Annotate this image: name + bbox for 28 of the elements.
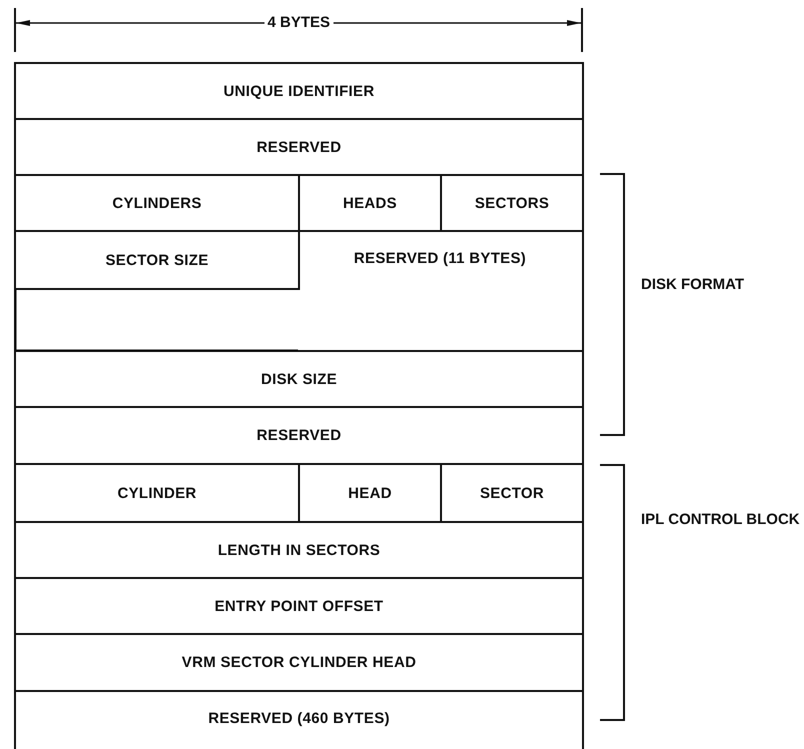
field-name: VRM SECTOR CYLINDER HEAD xyxy=(182,654,416,671)
field-cell xyxy=(14,350,584,408)
field-cell xyxy=(14,406,584,465)
field-name: LENGTH IN SECTORS xyxy=(218,542,380,558)
field-name: HEADS xyxy=(342,194,397,212)
field-name: SECTOR SIZE xyxy=(105,252,209,268)
field-cell xyxy=(14,62,584,120)
field-cell xyxy=(14,690,584,749)
section-label: IPL CONTROL BLOCK xyxy=(641,510,801,530)
field-cell xyxy=(14,521,584,579)
field-name: CYLINDERS xyxy=(112,194,202,212)
field-name: RESERVED (11 BYTES) xyxy=(354,250,526,267)
field-name: RESERVED xyxy=(256,138,342,156)
field-name: SECTORS xyxy=(474,194,550,212)
field-name: RESERVED (460 BYTES) xyxy=(208,710,390,727)
field-cell xyxy=(14,577,584,635)
field-name: DISK SIZE xyxy=(260,370,338,388)
section-label: DISK FORMAT xyxy=(641,275,746,295)
field-cell xyxy=(14,633,584,692)
field-cell xyxy=(14,230,300,290)
field-name: SECTOR xyxy=(480,484,544,502)
field-name: ENTRY POINT OFFSET xyxy=(214,598,384,614)
field-name: HEAD xyxy=(348,484,392,502)
field-name: UNIQUE IDENTIFIER xyxy=(224,82,374,100)
field-name: RESERVED xyxy=(256,427,342,444)
field-cell xyxy=(14,118,584,176)
field-cell xyxy=(298,230,584,352)
field-name: CYLINDER xyxy=(117,484,197,502)
